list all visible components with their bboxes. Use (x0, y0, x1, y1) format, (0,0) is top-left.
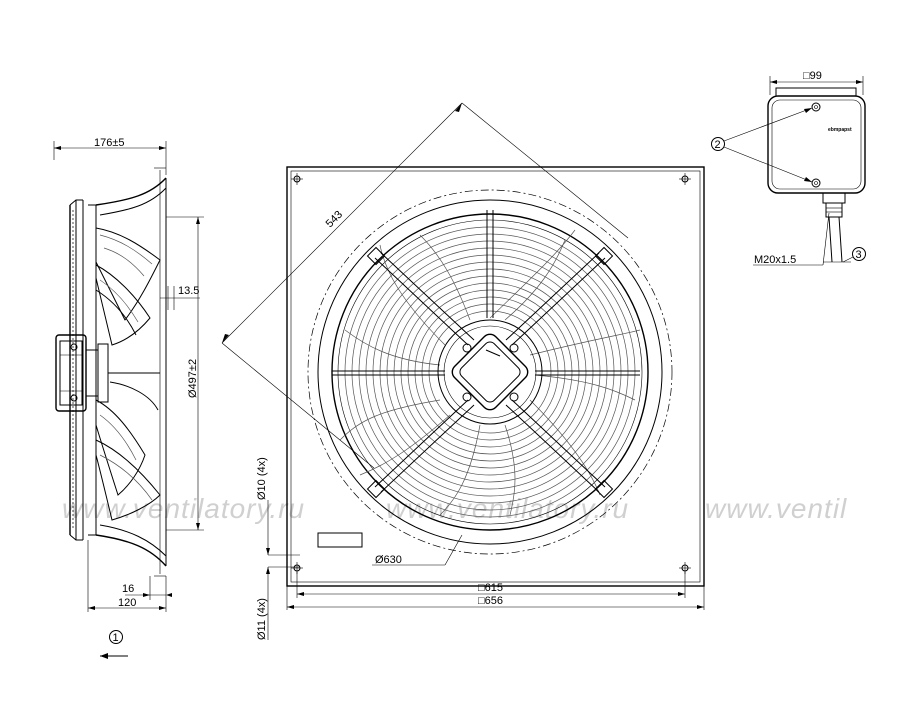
watermark-text-3: www.ventil (705, 493, 847, 524)
terminal-box: □99 ebmpapst M20x1.5 2 3 (711, 70, 866, 266)
cable-gland (822, 192, 846, 204)
impeller-blades (339, 229, 641, 516)
dim-hole-11-label: Ø11 (4x) (256, 598, 268, 640)
marker-1-label: 1 (113, 632, 119, 644)
dim-hole-10-label: Ø10 (4x) (256, 457, 268, 500)
screw-icon-top (811, 102, 821, 112)
watermark-text-1: www.ventilatory.ru (62, 493, 305, 524)
watermark-text-2: www.ventilatory.ru (386, 493, 629, 524)
marker-1-circle (109, 630, 123, 644)
side-view: 176±5 (53, 137, 204, 659)
front-view: 543 Ø630 □615 □656 Ø10 (4x) Ø11 (4x) (221, 102, 705, 640)
dim-diameter-label: Ø497±2 (187, 359, 199, 398)
marker-2-label: 2 (715, 139, 721, 151)
rating-label (317, 532, 363, 548)
guard-rings (344, 226, 636, 518)
dim-656-label: □656 (478, 595, 503, 607)
mounting-plate (286, 166, 705, 587)
dim-99-label: □99 (803, 70, 822, 82)
marker-3-circle (852, 247, 866, 261)
dim-16-label: 16 (122, 583, 134, 595)
cable-gland-label: M20x1.5 (754, 254, 796, 266)
corner-holes (291, 173, 691, 574)
marker-3-label: 3 (856, 249, 862, 261)
marker-2-circle (711, 137, 725, 151)
screw-icon-bottom (811, 178, 821, 188)
cable (828, 216, 843, 263)
brand-logo: ebmpapst (828, 127, 852, 133)
watermark: www.ventilatory.ru www.ventilatory.ru ww… (62, 493, 847, 524)
dim-depth-label: 176±5 (94, 137, 125, 149)
guard-spokes (332, 210, 640, 499)
motor-hub (437, 319, 543, 425)
dim-diagonal-label: 543 (324, 209, 345, 230)
terminal-box-body (767, 95, 866, 194)
dim-615-label: □615 (478, 582, 503, 594)
dim-120-label: 120 (118, 597, 136, 609)
dim-bracket-label: 13.5 (178, 285, 199, 297)
dim-ring-label: Ø630 (375, 554, 402, 566)
